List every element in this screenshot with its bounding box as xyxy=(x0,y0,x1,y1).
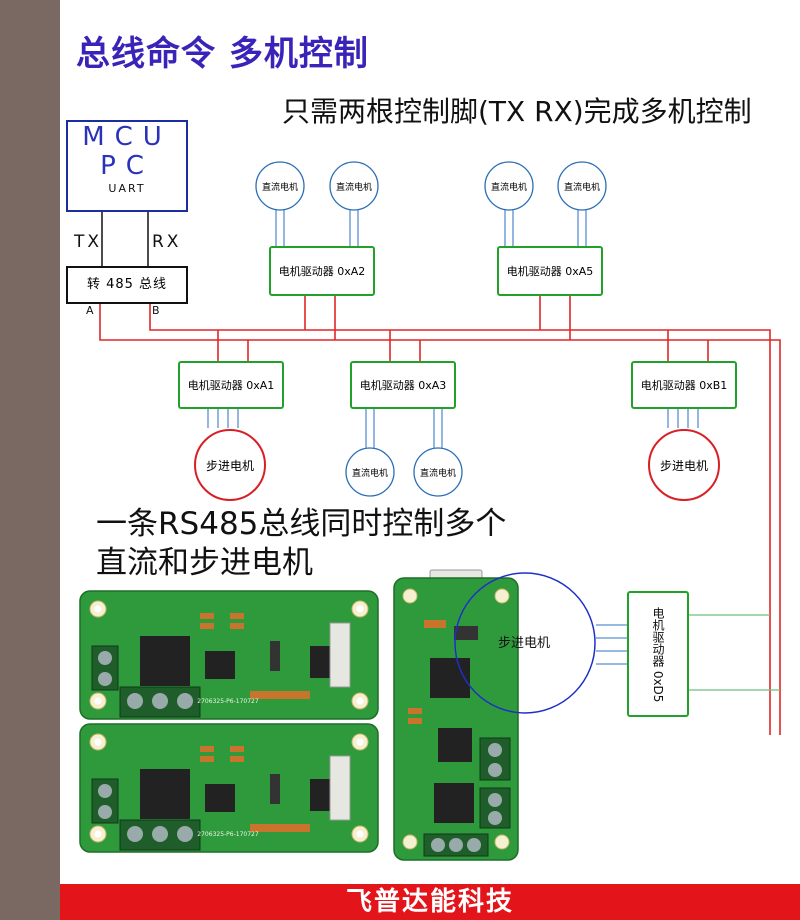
tx-label: TX xyxy=(74,232,103,252)
stepper-motor: 步进电机 xyxy=(194,429,266,501)
headline-line1: 一条RS485总线同时控制多个 xyxy=(96,506,507,542)
dc-motor: 直流电机 xyxy=(557,161,607,211)
bus-b-label: B xyxy=(152,304,160,317)
driver-0xa2: 电机驱动器 0xA2 xyxy=(269,246,375,296)
controller-mcu-label: MCU xyxy=(82,122,172,152)
stepper-motor-label: 步进电机 xyxy=(660,459,708,473)
dc-motor: 直流电机 xyxy=(329,161,379,211)
driver-label: 电机驱动器 0xA1 xyxy=(188,378,275,392)
controller-box: MCU PC UART xyxy=(66,120,188,212)
driver-label: 电机驱动器 0xB1 xyxy=(641,378,728,392)
headline-line2: 直流和步进电机 xyxy=(96,545,313,581)
dc-motor: 直流电机 xyxy=(413,447,463,497)
driver-0xb1: 电机驱动器 0xB1 xyxy=(631,361,737,409)
company-footer: 飞普达能科技 xyxy=(60,884,800,920)
controller-uart-label: UART xyxy=(108,182,146,195)
driver-label: 电机驱动器 0xA2 xyxy=(279,264,366,278)
rx-label: RX xyxy=(152,232,182,252)
driver-label: 电机驱动器 0xA5 xyxy=(507,264,594,278)
dc-motor: 直流电机 xyxy=(255,161,305,211)
driver-label: 电机驱动器 0xA3 xyxy=(360,378,447,392)
stepper-motor-0xd5-label: 步进电机 xyxy=(498,636,551,651)
dc-motor: 直流电机 xyxy=(345,447,395,497)
dc-motor-label: 直流电机 xyxy=(491,181,527,193)
bus-a-label: A xyxy=(86,304,94,317)
dc-motor-label: 直流电机 xyxy=(420,467,456,479)
driver-0xa3: 电机驱动器 0xA3 xyxy=(350,361,456,409)
dc-motor: 直流电机 xyxy=(484,161,534,211)
motor-wires xyxy=(207,210,699,665)
rs485-bus xyxy=(99,296,781,735)
page-subtitle: 只需两根控制脚(TX RX)完成多机控制 xyxy=(282,95,752,128)
driver-0xd5-label: 电机驱动器 0xD5 xyxy=(651,607,665,703)
dc-motor-label: 直流电机 xyxy=(564,181,600,193)
stepper-motor-label: 步进电机 xyxy=(206,459,254,473)
dc-motor-label: 直流电机 xyxy=(336,181,372,193)
rs485-converter: 转 485 总线 xyxy=(66,266,188,304)
page-title: 总线命令 多机控制 xyxy=(76,34,369,74)
left-decorative-bar xyxy=(0,0,60,920)
controller-pc-label: PC xyxy=(100,151,154,181)
dc-motor-label: 直流电机 xyxy=(352,467,388,479)
headline: 一条RS485总线同时控制多个 直流和步进电机 xyxy=(96,505,506,583)
driver-0xa1: 电机驱动器 0xA1 xyxy=(178,361,284,409)
driver-0xa5: 电机驱动器 0xA5 xyxy=(497,246,603,296)
dc-motor-label: 直流电机 xyxy=(262,181,298,193)
stepper-motor: 步进电机 xyxy=(648,429,720,501)
